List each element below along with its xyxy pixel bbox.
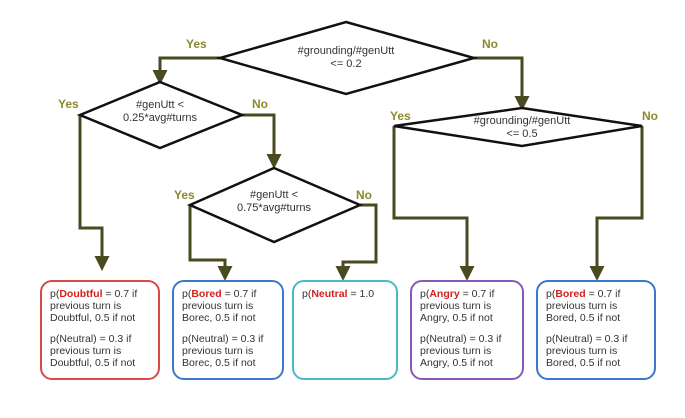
emotion-label: Angry	[429, 288, 460, 300]
emotion-label: Bored	[555, 288, 586, 300]
leaf-bored-mid-line-a: p(Bored = 0.7 if previous turn is Borec,…	[182, 288, 257, 324]
mid-no-connector	[335, 203, 378, 281]
leaf-angry-line-a: p(Angry = 0.7 if previous turn is Angry,…	[420, 288, 495, 324]
mid-condition-line2: 0.75*avg#turns	[237, 202, 311, 214]
root-no-connector	[474, 56, 530, 111]
leaf-bored-mid: p(Bored = 0.7 if previous turn is Borec,…	[172, 280, 284, 380]
left-no-connector	[242, 113, 282, 169]
mid-yes-label: Yes	[174, 188, 195, 202]
left-condition-line2: 0.25*avg#turns	[123, 112, 197, 124]
left-yes-connector	[78, 115, 110, 271]
leaf-doubtful: p(Doubtful = 0.7 if previous turn is Dou…	[40, 280, 160, 380]
root-yes-connector	[152, 56, 220, 85]
emotion-label: Bored	[191, 288, 222, 300]
mid-no-label: No	[356, 188, 372, 202]
right-yes-connector	[392, 126, 475, 281]
emotion-label: Neutral	[311, 288, 348, 300]
leaf-neutral-line-a: p(Neutral = 1.0	[302, 288, 375, 300]
mid-decision-node	[186, 166, 364, 244]
root-condition-line2: <= 0.2	[330, 58, 361, 70]
left-no-label: No	[252, 97, 268, 111]
leaf-bored-right-line-a: p(Bored = 0.7 if previous turn is Bored,…	[546, 288, 621, 324]
mid-condition-line1: #genUtt <	[250, 189, 298, 201]
leaf-neutral: p(Neutral = 1.0	[292, 280, 398, 380]
right-yes-label: Yes	[390, 109, 411, 123]
left-decision-node	[76, 80, 246, 150]
right-condition-line2: <= 0.5	[506, 128, 537, 140]
leaf-angry-line-b: p(Neutral) = 0.3 if previous turn is Ang…	[420, 333, 502, 369]
leaf-bored-right-line-b: p(Neutral) = 0.3 if previous turn is Bor…	[546, 333, 628, 369]
right-decision-node	[393, 106, 643, 148]
leaf-angry: p(Angry = 0.7 if previous turn is Angry,…	[410, 280, 524, 380]
right-no-label: No	[642, 109, 658, 123]
leaf-bored-right: p(Bored = 0.7 if previous turn is Bored,…	[536, 280, 656, 380]
root-no-label: No	[482, 37, 498, 51]
leaf-doubtful-line-a: p(Doubtful = 0.7 if previous turn is Dou…	[50, 288, 138, 324]
right-no-connector	[589, 126, 644, 281]
left-condition-line1: #genUtt <	[136, 99, 184, 111]
mid-yes-connector	[188, 205, 233, 281]
emotion-label: Doubtful	[59, 288, 103, 300]
right-condition-line1: #grounding/#genUtt	[474, 115, 571, 127]
root-condition-line1: #grounding/#genUtt	[298, 45, 395, 57]
leaf-doubtful-line-b: p(Neutral) = 0.3 if previous turn is Dou…	[50, 333, 136, 369]
left-yes-label: Yes	[58, 97, 79, 111]
root-yes-label: Yes	[186, 37, 207, 51]
leaf-bored-mid-line-b: p(Neutral) = 0.3 if previous turn is Bor…	[182, 333, 264, 369]
root-decision-node	[215, 20, 479, 96]
